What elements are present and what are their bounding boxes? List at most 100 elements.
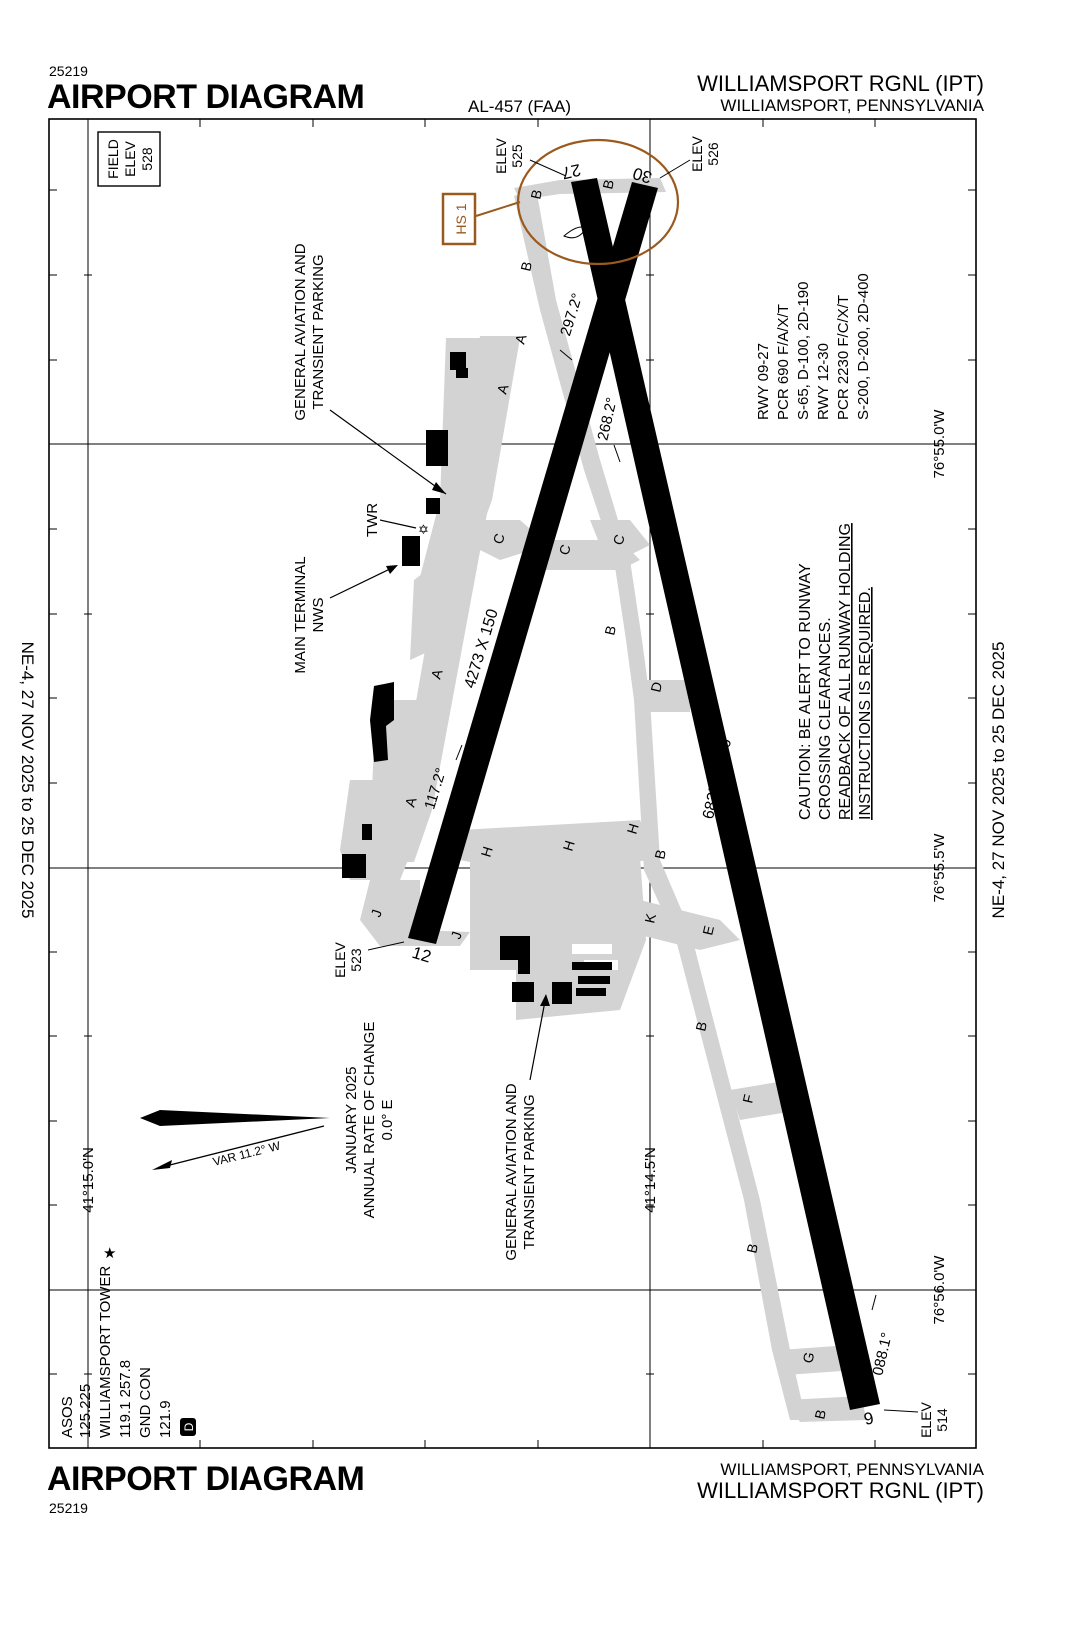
terminal-leader: [329, 565, 397, 599]
rwy-info-l1: RWY 09-27: [755, 343, 772, 420]
lon-label-b: 76°55.5'W: [931, 833, 948, 903]
taxiway-b-label-1: B: [527, 188, 545, 201]
heading-297-arrow: [559, 349, 573, 361]
elev-525-label: ELEV: [493, 137, 509, 173]
twr-label: TWR: [364, 503, 381, 537]
runway-27-number: 27: [560, 160, 583, 183]
taxiway-h-label-2: H: [560, 839, 578, 853]
field-elev-line2: ELEV: [122, 140, 138, 176]
ga-parking-bot-leader: [529, 995, 547, 1081]
d-atis-icon: [180, 1418, 196, 1436]
runway-12-30: [408, 182, 658, 944]
heading-268-arrow: [613, 444, 621, 463]
city-top: WILLIAMSPORT, PENNSYLVANIA: [720, 96, 984, 115]
variation-l2: ANNUAL RATE OF CHANGE: [361, 1022, 378, 1219]
taxiway-c-label-1: C: [490, 532, 508, 546]
taxiway-b-label-5: B: [651, 848, 669, 861]
heading-297: 297.2°: [557, 291, 586, 338]
taxiway-b-label-2: B: [599, 178, 617, 191]
taxiway-h-label-1: H: [478, 845, 496, 859]
elev-514-value: 514: [934, 1408, 950, 1432]
taxiway-h-label-3: H: [624, 822, 642, 836]
taxiway-c-label-3: C: [610, 533, 628, 547]
runway-30-number: 30: [631, 163, 655, 187]
taxiway-f-label: F: [739, 1093, 757, 1105]
ga-parking-top-l2: TRANSIENT PARKING: [310, 254, 327, 409]
taxiway-k-label: K: [641, 911, 659, 924]
rwy-info-l5: PCR 2230 F/C/X/T: [835, 295, 852, 420]
variation-l1: JANUARY 2025: [343, 1066, 360, 1173]
tower-freq: 119.1 257.8: [117, 1360, 134, 1438]
ga-parking-bot-arrow-icon: [540, 994, 550, 1006]
terminal-arrow-icon: [386, 565, 398, 574]
taxiway-b-label-3: B: [517, 260, 535, 273]
taxiway-j-label-1: J: [368, 908, 385, 919]
caution-l1: CAUTION: BE ALERT TO RUNWAY: [797, 563, 814, 820]
gnd-freq: 121.9: [157, 1400, 174, 1438]
d-symbol: D: [182, 1422, 196, 1431]
taxiway-e-label: E: [699, 924, 717, 937]
ga-parking-bot-l1: GENERAL AVIATION AND: [503, 1083, 520, 1260]
procedure-number-top: 25219: [49, 63, 88, 79]
tower-icon: ✡: [418, 522, 429, 537]
elev-514-label: ELEV: [918, 1401, 934, 1437]
taxiway-b-label-6: B: [692, 1020, 710, 1033]
field-elev-line3: 528: [139, 147, 155, 171]
airport-name-top: WILLIAMSPORT RGNL (IPT): [697, 71, 984, 96]
ga-parking-top-arrow-icon: [432, 482, 446, 494]
hot-spot-label: HS 1: [453, 203, 469, 234]
ga-parking-bot-l2: TRANSIENT PARKING: [521, 1094, 538, 1249]
chart-title-top: AIRPORT DIAGRAM: [47, 78, 365, 116]
hot-spot-marker: [563, 226, 587, 239]
asos-label: ASOS: [59, 1396, 76, 1438]
tower-label: WILLIAMSPORT TOWER: [97, 1266, 114, 1438]
taxiway-network: [340, 178, 866, 1422]
field-elev-line1: FIELD: [105, 139, 121, 179]
taxiway-b-label-4: B: [601, 624, 619, 637]
tower-star-icon: ★: [103, 1245, 116, 1262]
elev-514-leader: [883, 1409, 919, 1413]
ga-parking-top-l1: GENERAL AVIATION AND: [292, 243, 309, 420]
city-bottom: WILLIAMSPORT, PENNSYLVANIA: [720, 1460, 984, 1479]
procedure-number-bottom: 25219: [49, 1500, 88, 1516]
caution-l4: INSTRUCTIONS IS REQUIRED.: [857, 587, 874, 820]
caution-l2: CROSSING CLEARANCES.: [817, 617, 834, 820]
taxiway-b-label-8: B: [811, 1408, 829, 1421]
runway-9-number: 9: [862, 1408, 876, 1429]
gnd-label: GND CON: [137, 1367, 154, 1438]
heading-268: 268.2°: [594, 396, 620, 442]
taxiway-j-label-2: J: [448, 930, 465, 941]
rwy-info-l6: S-200, D-200, 2D-400: [855, 273, 872, 420]
elev-526-leader: [659, 159, 691, 179]
variation-label: VAR 11.2° W: [211, 1138, 282, 1168]
elev-523-value: 523: [348, 948, 364, 972]
lat-label-a: 41°15.0'N: [80, 1147, 97, 1213]
caution-l3: READBACK OF ALL RUNWAY HOLDING: [837, 523, 854, 820]
elev-525-value: 525: [509, 144, 525, 168]
elev-526-value: 526: [705, 142, 721, 166]
heading-117-arrow: [455, 744, 463, 761]
taxiway-c-label-2: C: [556, 543, 574, 557]
elev-523-label: ELEV: [332, 941, 348, 977]
lat-label-b: 41°14.5'N: [642, 1147, 659, 1213]
nws-label: NWS: [310, 598, 327, 633]
elev-523-leader: [367, 941, 405, 951]
taxiway-b-label-7: B: [743, 1242, 761, 1255]
hot-spot-leader: [475, 201, 521, 217]
buildings: [342, 352, 612, 1004]
main-terminal-label: MAIN TERMINAL: [292, 556, 309, 673]
lon-label-c: 76°56.0'W: [931, 1255, 948, 1325]
side-date-left: NE-4, 27 NOV 2025 to 25 DEC 2025: [18, 642, 37, 919]
lon-label-a: 76°55.0'W: [931, 409, 948, 479]
airport-name-bottom: WILLIAMSPORT RGNL (IPT): [697, 1478, 984, 1503]
rwy-info-l2: PCR 690 F/A/X/T: [775, 304, 792, 420]
field-elev-box: [97, 131, 161, 187]
runway-9-27: [571, 178, 880, 1410]
al-number: AL-457 (FAA): [468, 97, 571, 116]
elev-525-leader: [529, 159, 567, 177]
true-north-arrow-icon: [140, 1110, 330, 1126]
heading-088: 088.1°: [869, 1331, 895, 1377]
frame-ticks: [49, 119, 976, 1448]
runway-12-number: 12: [410, 943, 434, 967]
